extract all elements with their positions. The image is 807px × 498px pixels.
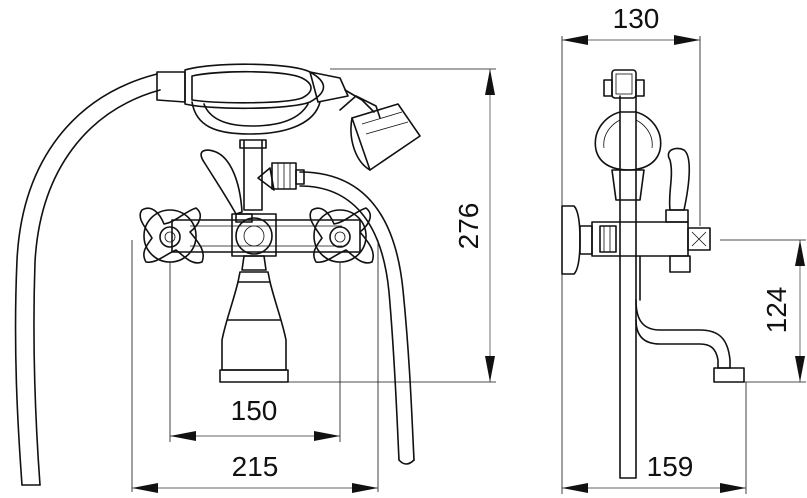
dimension-215-label: 215 bbox=[232, 451, 279, 482]
hose-connector bbox=[257, 162, 305, 191]
dimension-276-label: 276 bbox=[453, 203, 484, 250]
side-hose bbox=[619, 95, 637, 479]
side-body bbox=[591, 221, 711, 301]
side-bell bbox=[594, 111, 662, 201]
side-handset bbox=[603, 69, 645, 99]
dimension-130: 130 bbox=[562, 3, 700, 45]
dimension-124: 124 bbox=[761, 240, 805, 382]
side-lever bbox=[665, 147, 691, 273]
shower-hose bbox=[14, 73, 415, 486]
front-view: 276 150 215 bbox=[14, 63, 496, 493]
side-wall-flange bbox=[561, 205, 593, 275]
dimension-130-label: 130 bbox=[613, 3, 660, 34]
dimension-124-label: 124 bbox=[761, 287, 792, 334]
side-view: 130 124 159 bbox=[561, 3, 806, 494]
spout bbox=[219, 271, 289, 383]
dimension-150: 150 bbox=[170, 395, 340, 441]
dimension-159-label: 159 bbox=[647, 451, 694, 482]
side-extension-lines bbox=[561, 36, 806, 494]
dimension-215: 215 bbox=[132, 451, 378, 493]
front-extension-lines bbox=[131, 68, 496, 492]
central-column bbox=[239, 139, 267, 211]
side-spout bbox=[635, 299, 745, 383]
right-cross-handle bbox=[309, 207, 375, 264]
dimension-276: 276 bbox=[453, 69, 495, 382]
dimension-150-label: 150 bbox=[231, 395, 278, 426]
handset bbox=[156, 63, 421, 171]
dimension-159: 159 bbox=[562, 451, 746, 493]
